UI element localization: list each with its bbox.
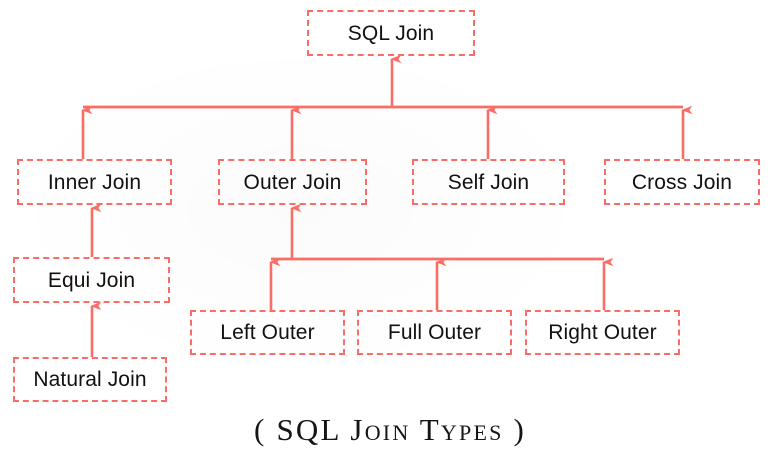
node-natural-join[interactable]: Natural Join	[13, 357, 167, 402]
node-sql-join-label: SQL Join	[347, 21, 435, 45]
node-self-join[interactable]: Self Join	[412, 159, 565, 205]
node-equi-join[interactable]: Equi Join	[13, 257, 170, 303]
node-right-outer-label: Right Outer	[548, 321, 657, 344]
node-inner-join[interactable]: Inner Join	[17, 159, 172, 205]
node-outer-join[interactable]: Outer Join	[218, 159, 367, 205]
node-left-outer[interactable]: Left Outer	[190, 310, 345, 355]
diagram-caption: ( SQL Join Types )	[254, 412, 526, 447]
node-left-outer-label: Left Outer	[220, 321, 315, 344]
node-self-join-label: Self Join	[447, 170, 530, 194]
node-right-outer[interactable]: Right Outer	[525, 310, 680, 355]
node-full-outer[interactable]: Full Outer	[357, 310, 512, 355]
node-inner-join-label: Inner Join	[47, 170, 142, 194]
node-cross-join[interactable]: Cross Join	[604, 159, 760, 205]
node-natural-join-label: Natural Join	[33, 368, 147, 391]
node-sql-join[interactable]: SQL Join	[307, 10, 475, 56]
node-full-outer-label: Full Outer	[387, 321, 482, 344]
node-equi-join-label: Equi Join	[47, 268, 136, 292]
node-cross-join-label: Cross Join	[631, 170, 733, 194]
node-outer-join-label: Outer Join	[243, 170, 342, 194]
